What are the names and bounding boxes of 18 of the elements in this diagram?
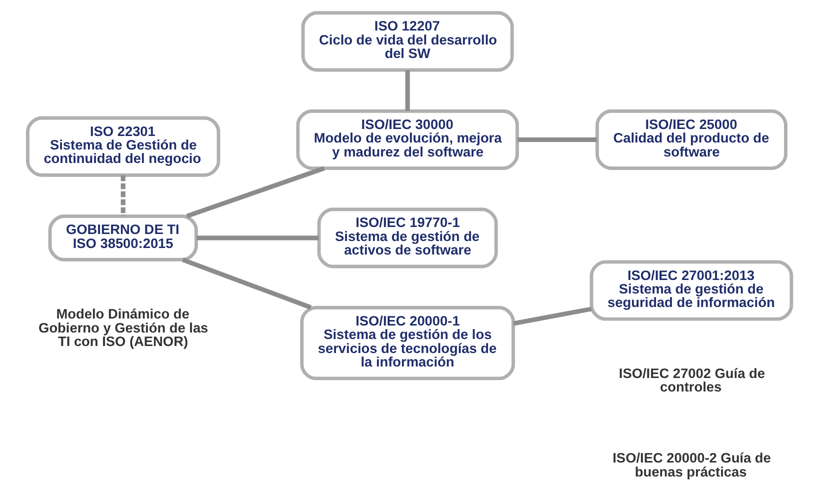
connector (512, 306, 592, 326)
connector (120, 175, 125, 216)
node-box: ISO/IEC 20000-1 Sistema de gestión de los servicios de tecnologías de la información (300, 306, 514, 380)
label: ISO/IEC 27002 Guía de controles (618, 366, 764, 395)
node-box: ISO/IEC 27001:2013 Sistema de gestión de seguridad de información (589, 260, 793, 321)
connector (181, 258, 312, 310)
node-box: ISO/IEC 25000 Calidad del producto de software (595, 109, 787, 170)
node-box: ISO/IEC 30000 Modelo de evolución, mejora y madurez del software (296, 109, 518, 170)
connector (404, 70, 410, 111)
node-box: ISO 22301 Sistema de Gestión de continuidad del negocio (26, 116, 220, 177)
node-box: ISO 12207 Ciclo de vida del desarrollo del SW (300, 11, 514, 72)
label: Modelo Dinámico de Gobierno y Gestión de las TI con ISO (AENOR) (38, 306, 208, 350)
connector (517, 137, 596, 142)
connector (186, 166, 324, 218)
node-box: ISO/IEC 19770-1 Sistema de gestión de activos de software (316, 208, 498, 268)
label: ISO/IEC 20000-2 Guía de buenas prácticas (612, 450, 770, 480)
connector (196, 236, 318, 240)
node-box: GOBIERNO DE TI ISO 38500:2015 (48, 214, 198, 262)
